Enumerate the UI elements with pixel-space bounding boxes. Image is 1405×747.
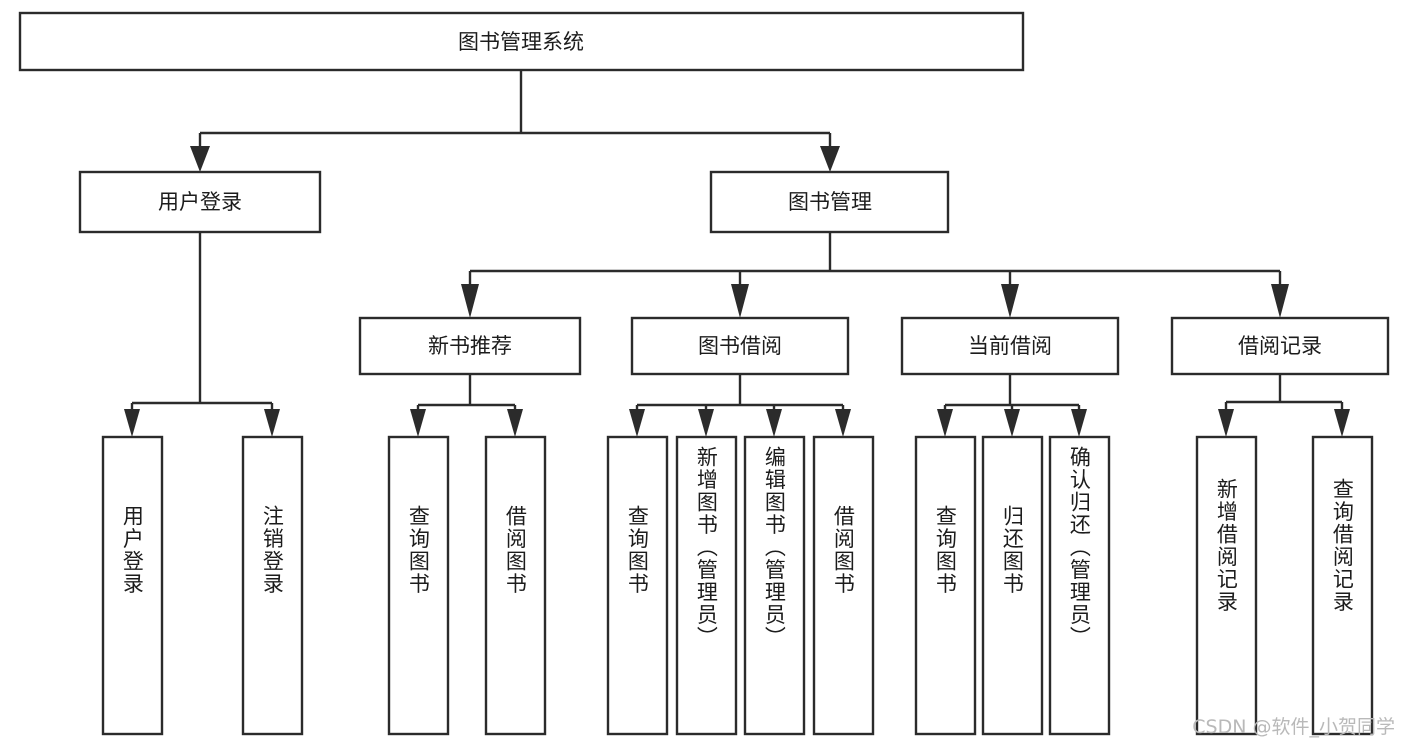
arrow-head-icon xyxy=(766,409,782,437)
connector-user-login-to-leaves xyxy=(124,232,280,437)
arrow-head-icon xyxy=(1271,284,1289,318)
arrow-head-icon xyxy=(835,409,851,437)
node-borrow-record-label: 借阅记录 xyxy=(1238,334,1322,358)
node-book-borrow[interactable]: 图书借阅 xyxy=(630,316,850,376)
leaf-br-query-record-rect[interactable] xyxy=(1311,435,1374,736)
node-book-management-label: 图书管理 xyxy=(788,190,872,214)
leaf-bb-borrow-book-rect[interactable] xyxy=(812,435,875,736)
arrow-head-icon xyxy=(1334,409,1350,437)
arrow-head-icon xyxy=(731,284,749,318)
connector-root-to-level2 xyxy=(190,70,840,172)
arrow-head-icon xyxy=(937,409,953,437)
connector-level2-to-level3 xyxy=(461,232,1289,318)
arrow-head-icon xyxy=(1071,409,1087,437)
arrow-head-icon xyxy=(264,409,280,437)
connector-current-borrow-to-leaves xyxy=(937,374,1087,437)
arrow-head-icon xyxy=(461,284,479,318)
connector-new-book-to-leaves xyxy=(410,374,523,437)
node-user-login[interactable]: 用户登录 xyxy=(78,170,322,234)
leaf-bb-add-book-rect[interactable] xyxy=(675,435,738,736)
arrow-head-icon xyxy=(507,409,523,437)
node-book-borrow-label: 图书借阅 xyxy=(698,334,782,358)
node-root[interactable]: 图书管理系统 xyxy=(18,11,1025,72)
node-current-borrow-rect[interactable] xyxy=(900,316,1120,376)
connector-book-borrow-to-leaves xyxy=(629,374,851,437)
node-new-book-recommend[interactable]: 新书推荐 xyxy=(358,316,582,376)
node-book-management[interactable]: 图书管理 xyxy=(709,170,950,234)
node-user-login-rect[interactable] xyxy=(78,170,322,234)
leaf-nb-query-book-rect[interactable] xyxy=(387,435,450,736)
node-new-book-recommend-rect[interactable] xyxy=(358,316,582,376)
leaf-cb-return-book-rect[interactable] xyxy=(981,435,1044,736)
arrow-head-icon xyxy=(698,409,714,437)
arrow-head-icon xyxy=(629,409,645,437)
node-current-borrow-label: 当前借阅 xyxy=(968,334,1052,358)
arrow-head-icon xyxy=(820,146,840,172)
node-new-book-recommend-label: 新书推荐 xyxy=(428,334,512,358)
arrow-head-icon xyxy=(1001,284,1019,318)
node-borrow-record-rect[interactable] xyxy=(1170,316,1390,376)
arrow-head-icon xyxy=(410,409,426,437)
leaf-cb-confirm-return-rect[interactable] xyxy=(1048,435,1111,736)
connector-borrow-record-to-leaves xyxy=(1218,374,1350,437)
arrow-head-icon xyxy=(1004,409,1020,437)
node-user-login-label: 用户登录 xyxy=(158,190,242,214)
arrow-head-icon xyxy=(1218,409,1234,437)
arrow-head-icon xyxy=(190,146,210,172)
node-root-label: 图书管理系统 xyxy=(458,30,584,54)
leaf-logout-rect[interactable] xyxy=(241,435,304,736)
leaf-user-login-rect[interactable] xyxy=(101,435,164,736)
node-current-borrow[interactable]: 当前借阅 xyxy=(900,316,1120,376)
leaf-cb-query-book-rect[interactable] xyxy=(914,435,977,736)
node-book-borrow-rect[interactable] xyxy=(630,316,850,376)
watermark-text: CSDN @软件_小贺同学 xyxy=(1192,716,1395,738)
leaf-br-add-record-rect[interactable] xyxy=(1195,435,1258,736)
node-book-management-rect[interactable] xyxy=(709,170,950,234)
node-borrow-record[interactable]: 借阅记录 xyxy=(1170,316,1390,376)
leaf-nb-borrow-book-rect[interactable] xyxy=(484,435,547,736)
leaf-bb-query-book-rect[interactable] xyxy=(606,435,669,736)
arrow-head-icon xyxy=(124,409,140,437)
leaf-bb-edit-book-rect[interactable] xyxy=(743,435,806,736)
node-root-rect[interactable] xyxy=(18,11,1025,72)
